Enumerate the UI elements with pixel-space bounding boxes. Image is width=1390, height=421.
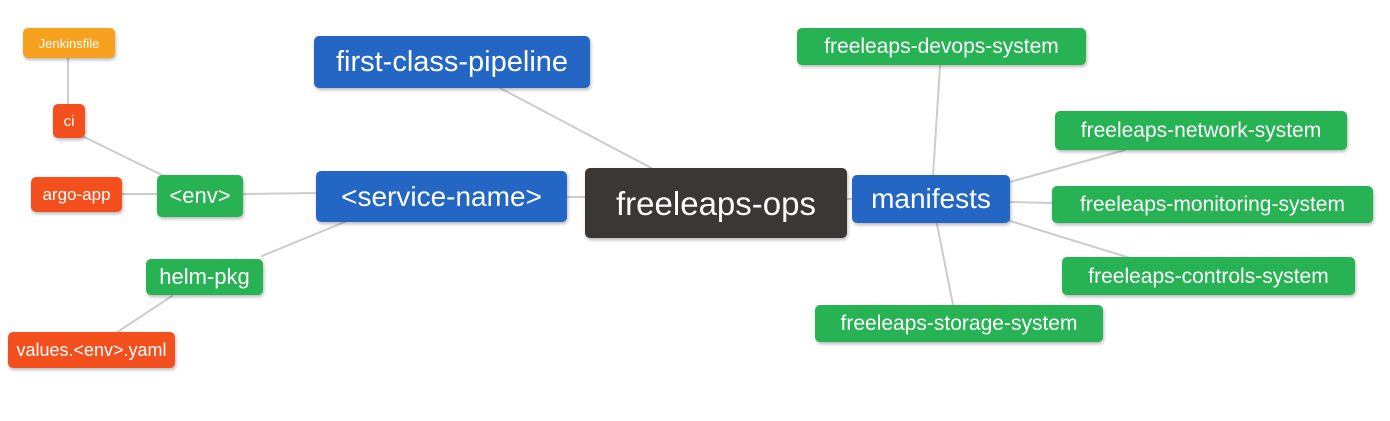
edge-manifests-monitoring [1009, 201, 1053, 204]
node-network-system[interactable]: freeleaps-network-system [1055, 111, 1347, 150]
edge-manifests-network [1009, 149, 1126, 183]
edge-env-service-name [242, 192, 317, 195]
node-storage-system[interactable]: freeleaps-storage-system [815, 305, 1103, 342]
edge-ci-env [79, 134, 167, 178]
edge-helm-pkg-service-name [261, 220, 348, 257]
node-freeleaps-ops[interactable]: freeleaps-ops [585, 168, 847, 238]
node-helm-pkg[interactable]: helm-pkg [146, 259, 263, 295]
node-argo-app[interactable]: argo-app [31, 177, 122, 212]
node-jenkinsfile[interactable]: Jenkinsfile [23, 28, 115, 58]
edge-manifests-controls [1009, 220, 1131, 259]
edge-manifests-devops [932, 65, 941, 177]
node-controls-system[interactable]: freeleaps-controls-system [1062, 257, 1355, 295]
node-first-class-pipeline[interactable]: first-class-pipeline [314, 36, 590, 88]
node-env[interactable]: <env> [157, 175, 243, 217]
edge-values-helm-pkg [115, 295, 173, 334]
node-service-name[interactable]: <service-name> [316, 171, 567, 222]
node-manifests[interactable]: manifests [852, 175, 1010, 223]
node-monitoring-system[interactable]: freeleaps-monitoring-system [1052, 186, 1373, 223]
node-devops-system[interactable]: freeleaps-devops-system [797, 28, 1086, 65]
edge-pipeline-ops [499, 87, 656, 171]
node-values-env-yaml[interactable]: values.<env>.yaml [8, 332, 175, 368]
edge-manifests-storage [936, 223, 954, 306]
node-ci[interactable]: ci [53, 104, 85, 138]
